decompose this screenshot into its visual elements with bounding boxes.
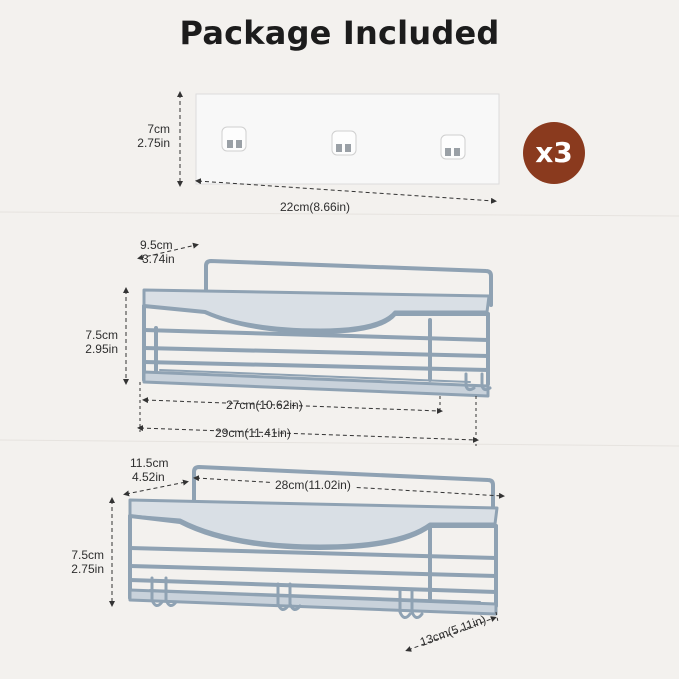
strip-height-cm-label: 7cm [147, 122, 170, 136]
large-bottom-depth-line [405, 616, 497, 652]
large-depth-line [123, 479, 189, 497]
strip-width-line [195, 178, 497, 204]
large-width-line [193, 475, 505, 499]
small-outer-width-label: 29cm(11.41in) [215, 426, 291, 440]
adhesive-hook-strip [195, 93, 500, 185]
large-height-in-label: 2.75in [71, 562, 104, 576]
small-depth-cm-label: 9.5cm [140, 238, 173, 252]
small-depth-line [137, 242, 199, 261]
small-outer-width-line [137, 425, 479, 443]
large-height-cm-label: 7.5cm [71, 548, 104, 562]
small-height-in-label: 2.95in [85, 342, 118, 356]
hook-clip-icon [221, 126, 247, 152]
large-width-label: 28cm(11.02in) [272, 478, 354, 492]
quantity-badge: x3 [523, 122, 585, 184]
large-depth-in-label: 4.52in [132, 470, 165, 484]
small-height-cm-label: 7.5cm [85, 328, 118, 342]
strip-width-label: 22cm(8.66in) [280, 200, 351, 214]
large-depth-cm-label: 11.5cm [130, 456, 169, 470]
hook-clip-icon [331, 130, 357, 156]
strip-height-in-label: 2.75in [137, 136, 170, 150]
small-depth-in-label: 3.74in [142, 252, 175, 266]
small-inner-width-label: 27cm(10.62in) [226, 398, 303, 412]
hook-clip-icon [440, 134, 466, 160]
small-inner-width-line [142, 397, 443, 414]
small-basket [142, 259, 493, 398]
page-title: Package Included [179, 14, 500, 52]
